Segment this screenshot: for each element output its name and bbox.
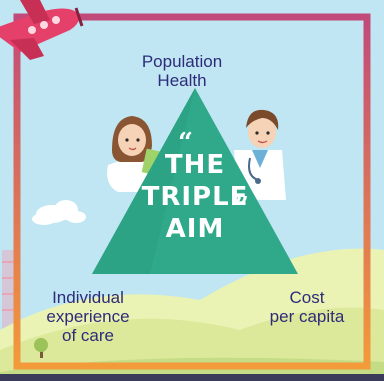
label-line: Population <box>141 52 223 71</box>
label-line: per capita <box>269 307 345 326</box>
airplane-icon <box>0 0 84 60</box>
gradient-frame <box>13 13 371 370</box>
triangle-shade <box>92 88 195 274</box>
label-cost-per-capita: Cost per capita <box>247 288 367 326</box>
title-word-the: THE <box>164 150 226 180</box>
tree-icon <box>34 338 48 358</box>
label-line: Cost <box>289 288 325 307</box>
cloud-icon <box>32 200 86 225</box>
label-population-health: Population Health <box>120 52 244 90</box>
title-word-aim: AIM <box>165 214 225 244</box>
label-line: of care <box>62 326 114 345</box>
open-quote-mark: “ <box>178 128 193 158</box>
label-individual-experience: Individual experience of care <box>22 288 154 345</box>
title-word-triple: TRIPLE <box>141 182 249 212</box>
close-quote-mark: ” <box>234 192 249 222</box>
label-line: Health <box>157 71 207 90</box>
label-line: experience <box>46 307 130 326</box>
label-line: Individual <box>52 288 124 307</box>
ground-strip <box>0 374 384 381</box>
